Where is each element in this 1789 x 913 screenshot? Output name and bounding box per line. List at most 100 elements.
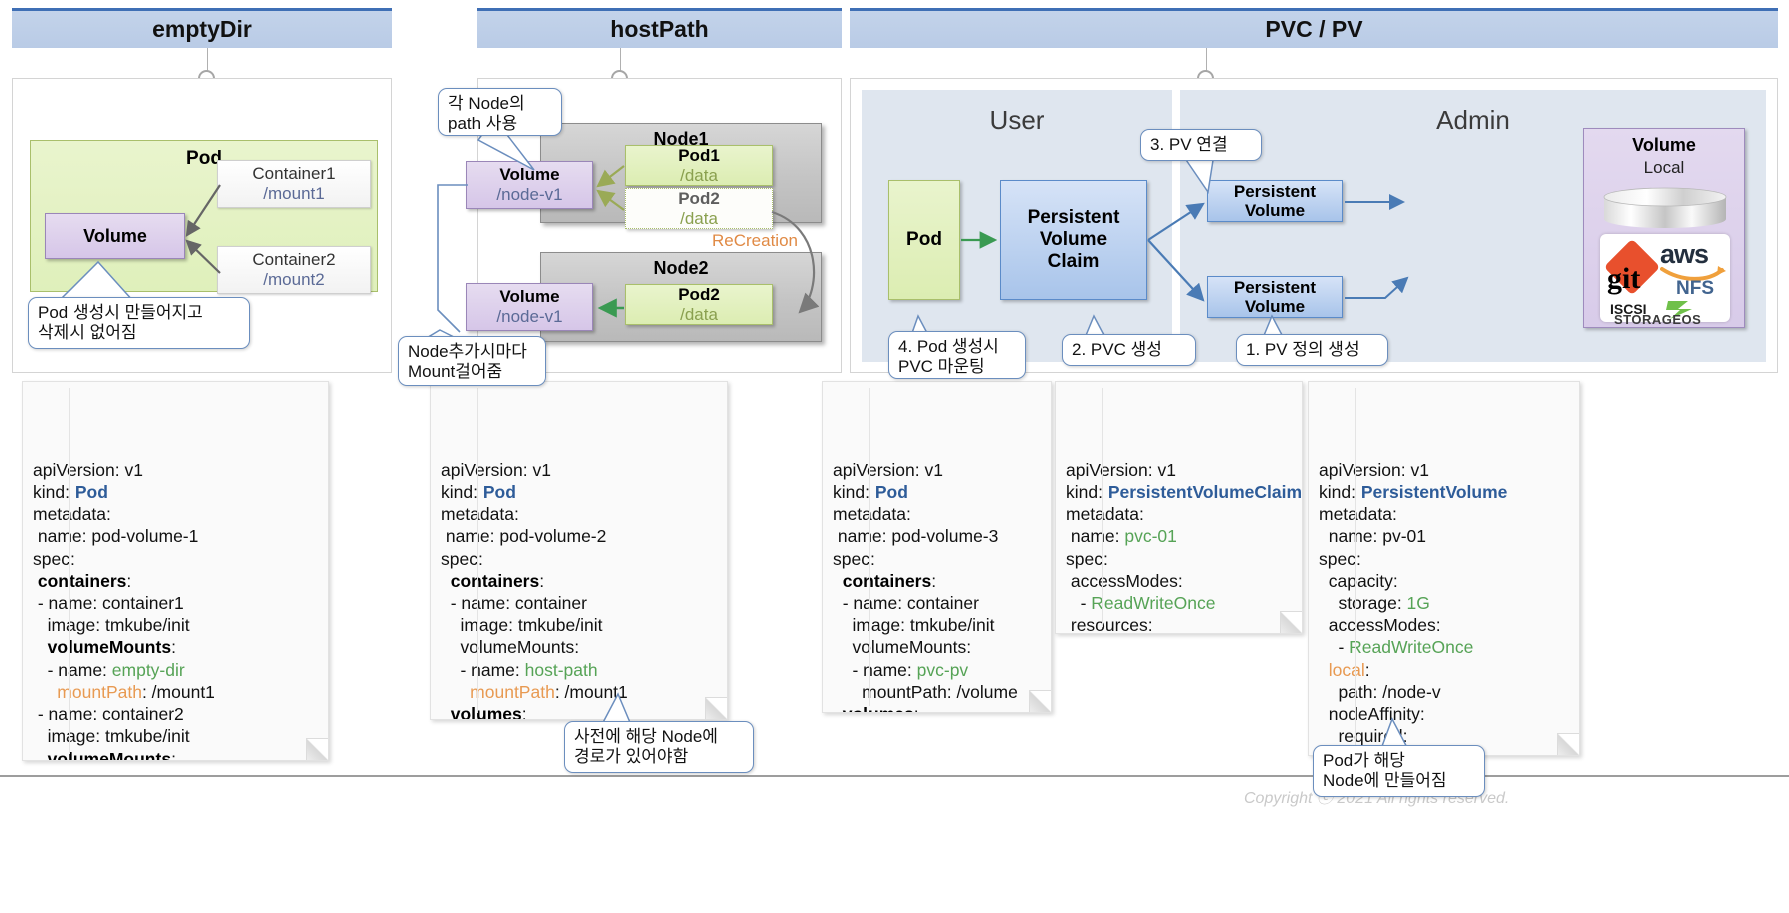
page-fold-corner — [306, 738, 328, 760]
yaml-line: mountPath: /mount1 — [33, 681, 215, 702]
connector-line-emptydir — [207, 48, 208, 74]
aws-label: aws — [1660, 239, 1709, 269]
connector-line-pvcpv — [1206, 48, 1207, 74]
connector-line-hostpath — [620, 48, 621, 74]
yaml-line: accessModes: — [1066, 570, 1183, 591]
yaml-line: containers: — [441, 570, 545, 591]
hostpath-node1-label: Node1 — [653, 129, 709, 149]
yaml-line: volumeMounts: — [33, 637, 176, 658]
aws-smile-icon — [1660, 266, 1726, 281]
yaml-line: metadata: — [833, 504, 911, 525]
bottom-callout-hostpath-note: 사전에 해당 Node에 경로가 있어야함 — [564, 721, 754, 773]
yaml-line: - ReadWriteOnce — [1066, 592, 1216, 613]
page-fold-corner — [1029, 690, 1051, 712]
hostpath-node2-pod2: Pod2 /data — [625, 284, 773, 325]
pvcpv-pod-box: Pod — [888, 180, 960, 300]
pvcpv-pv-label-1: Persistent Volume — [1233, 181, 1317, 220]
yaml-line: - name: host-path — [441, 659, 598, 680]
yaml-line: volumes: — [441, 704, 527, 720]
yaml-line: apiVersion: v1 — [1066, 459, 1176, 480]
storageos-icon — [1666, 301, 1692, 319]
hostpath-node1-volume: Volume /node-v1 — [466, 161, 593, 209]
pvcpv-callout-step4: 4. Pod 생성시 PVC 마운팅 — [888, 331, 1026, 379]
hostpath-node1-pod1-path: /data — [680, 165, 718, 185]
yaml-line: image: tmkube/init — [441, 615, 603, 636]
yaml-line: kind: Pod — [833, 481, 908, 502]
pvcpv-pod-label: Pod — [906, 229, 942, 250]
yaml-line: spec: — [441, 548, 483, 569]
emptydir-container-1: Container1 /mount1 — [217, 160, 371, 208]
hostpath-node1-pod2-name: Pod2 — [678, 188, 720, 208]
yaml-line: mountPath: /volume — [833, 681, 1018, 702]
yaml-line: volumes: — [833, 703, 1043, 712]
pvcpv-volume-local-card: Volume Local git aws — [1583, 128, 1745, 328]
yaml-gutter — [869, 388, 870, 706]
yaml-line: kind: Pod — [441, 481, 516, 502]
yaml-line: - name: container2 — [33, 704, 184, 725]
yaml-line: local: — [1319, 659, 1370, 680]
yaml-line: - name: empty-dir — [33, 659, 185, 680]
section-banner-hostpath: hostPath — [477, 8, 842, 48]
storage-providers-card: git aws NFS ISCSI — [1600, 234, 1730, 322]
pvcpv-zone-user-label: User — [989, 105, 1045, 135]
yaml-line: image: tmkube/init — [833, 615, 995, 636]
pvcpv-pv-label-2: Persistent Volume — [1233, 277, 1317, 316]
hostpath-node1-pod2: Pod2 /data — [625, 188, 773, 229]
yaml-gutter — [69, 388, 70, 754]
pvcpv-volume-title: Volume — [1632, 135, 1696, 155]
page-fold-corner — [1280, 611, 1302, 633]
section-title-emptydir: emptyDir — [152, 16, 252, 42]
hostpath-node1-volume-label: Volume — [499, 165, 560, 184]
pvcpv-callout-step3: 3. PV 연결 — [1140, 129, 1262, 161]
yaml-line: - name: container — [441, 592, 587, 613]
yaml-line: volumeMounts: — [441, 637, 580, 658]
yaml-line: apiVersion: v1 — [33, 459, 143, 480]
yaml-line: metadata: — [33, 504, 111, 525]
yaml-line: name: pod-volume-1 — [33, 526, 199, 547]
yaml-line: name: pod-volume-2 — [441, 526, 607, 547]
hostpath-node1-pod1: Pod1 /data — [625, 145, 773, 186]
hostpath-callout-top: 각 Node의 path 사용 — [438, 88, 562, 136]
pvcpv-pv-box-2: Persistent Volume — [1207, 276, 1343, 318]
hostpath-node2-label: Node2 — [653, 258, 709, 278]
yaml-gutter — [1355, 388, 1356, 749]
pvcpv-pvc-label: Persistent Volume Claim — [1027, 207, 1120, 272]
yaml-line: nodeAffinity: — [1319, 704, 1425, 725]
yaml-line: name: pod-volume-3 — [833, 526, 999, 547]
emptydir-arrows — [185, 184, 221, 274]
hostpath-node1-volume-path: /node-v1 — [496, 185, 563, 204]
emptydir-container-1-name: Container1 — [252, 164, 336, 183]
yaml-line: metadata: — [1066, 504, 1144, 525]
yaml-line: containers: — [833, 570, 937, 591]
yaml-line: spec: — [33, 548, 75, 569]
yaml-line: name: pv-01 — [1319, 526, 1426, 547]
yaml-line: storage: 1G — [1319, 592, 1430, 613]
yaml-line: metadata: — [441, 504, 519, 525]
yaml-line: path: /node-v — [1319, 681, 1441, 702]
page-fold-corner — [1557, 733, 1579, 755]
hostpath-node2-volume: Volume /node-v1 — [466, 283, 593, 331]
emptydir-volume-box: Volume — [45, 213, 185, 259]
yaml-gutter — [1102, 388, 1103, 627]
yaml-line: name: pvc-01 — [1066, 526, 1177, 547]
yaml-line: metadata: — [1319, 504, 1397, 525]
yaml-line: mountPath: /mount1 — [441, 681, 628, 702]
emptydir-volume-label: Volume — [83, 225, 147, 246]
hostpath-left-bracket — [437, 184, 468, 333]
hostpath-node2-volume-path: /node-v1 — [496, 307, 563, 326]
yaml-line: capacity: — [1319, 570, 1398, 591]
yaml-line: kind: Pod — [33, 481, 108, 502]
yaml-line: containers: — [33, 570, 132, 591]
hostpath-node2-pod2-name: Pod2 — [678, 284, 720, 304]
hostpath-callout-left: Node추가시마다 Mount걸어줌 — [398, 336, 546, 386]
yaml-line: - name: container — [833, 592, 979, 613]
emptydir-container-2-mount: /mount2 — [263, 270, 325, 289]
